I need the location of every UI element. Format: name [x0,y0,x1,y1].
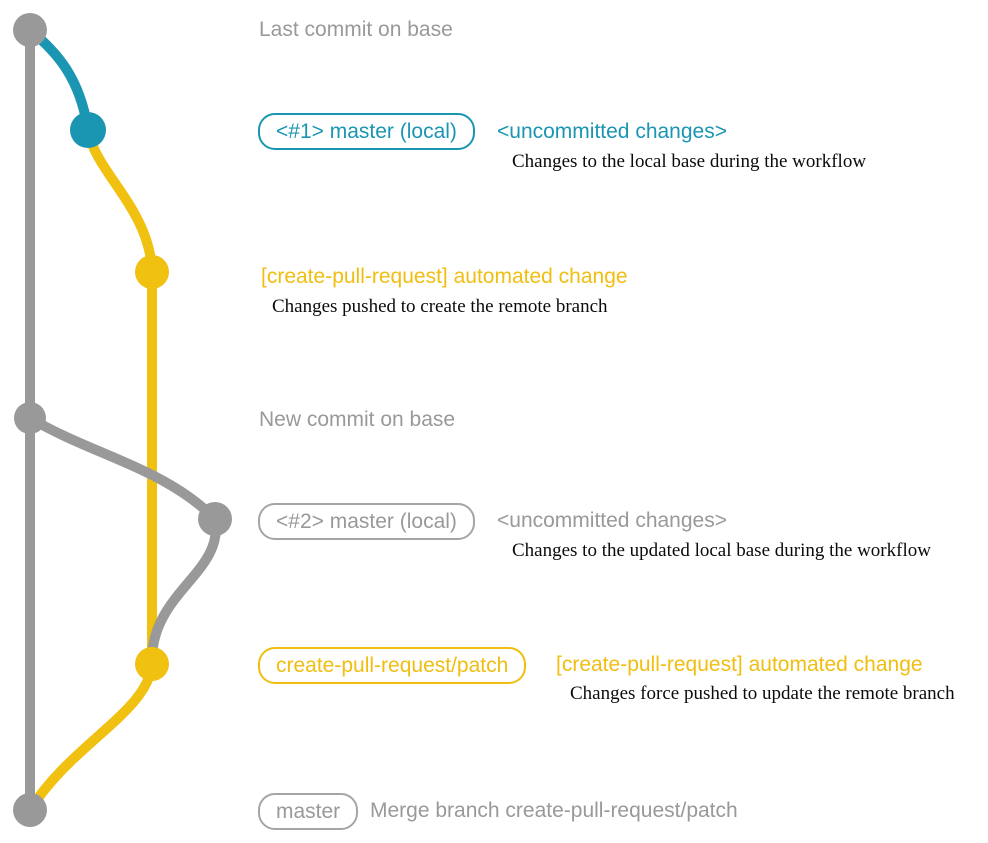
ref-badge-master: master [258,793,359,830]
commit-dot-automated-change-1 [135,255,169,289]
uncommitted-changes-1-desc: Changes to the local base during the wor… [512,151,867,172]
rebase-merge-line [147,514,221,665]
automated-change-1-title: [create-pull-request] automated change [261,265,628,288]
updated-local-changes-line [25,413,220,524]
commit-dot-merge-commit [13,793,47,827]
commit-dot-new-commit-on-base [14,402,46,434]
uncommitted-changes-2-desc: Changes to the updated local base during… [512,540,931,561]
patch-branch-curve-line [83,125,157,273]
automated-change-1-desc: Changes pushed to create the remote bran… [272,296,608,317]
commit-dot-automated-change-2 [135,647,169,681]
ref-badge-master-local-1: <#1> master (local) [258,113,475,150]
ref-badge-master-local-2: <#2> master (local) [258,503,475,540]
uncommitted-changes-1-title: <uncommitted changes> [497,120,727,143]
new-commit-on-base-label: New commit on base [259,408,456,431]
ref-badge-create-pull-request-patch: create-pull-request/patch [258,647,527,684]
commit-dot-uncommitted-changes-2 [198,502,232,536]
uncommitted-changes-2-title: <uncommitted changes> [497,509,727,532]
automated-change-2-title: [create-pull-request] automated change [556,653,923,676]
git-graph [13,13,232,827]
last-commit-on-base-label: Last commit on base [259,18,453,41]
commit-dot-last-commit-on-base [13,13,47,47]
automated-change-2-desc: Changes force pushed to update the remot… [570,683,955,704]
commit-dot-uncommitted-changes-1 [70,112,106,148]
merge-branch-title: Merge branch create-pull-request/patch [370,799,738,822]
merge-into-base-line [25,659,157,815]
